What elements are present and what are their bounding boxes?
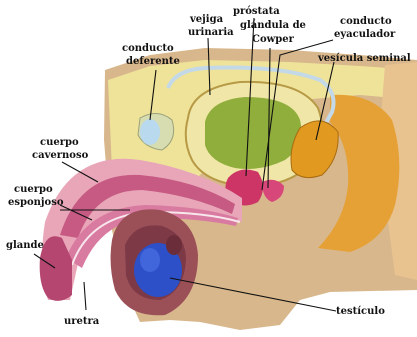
label-cuerpo-esponjoso: cuerpo esponjoso [8,184,64,208]
label-prostata: próstata [233,6,280,17]
label-glandula-cowper: glándula de Cowper [240,20,309,45]
bladder-interior [205,97,301,169]
label-testiculo: testículo [336,306,385,317]
epididymis [166,235,182,255]
leader-uretra [84,282,86,310]
label-cuerpo-cavernoso: cuerpo cavernoso [32,137,89,161]
label-vesicula-seminal: vesícula seminal [317,53,411,64]
label-vejiga-urinaria: vejiga urinaria [188,14,234,38]
label-glande: glande [6,240,44,251]
label-uretra: uretra [64,316,100,327]
testis-highlight [140,248,160,272]
vas-deferens-cross-section [140,119,160,145]
label-conducto-eyaculador: conducto eyaculador [334,16,396,40]
